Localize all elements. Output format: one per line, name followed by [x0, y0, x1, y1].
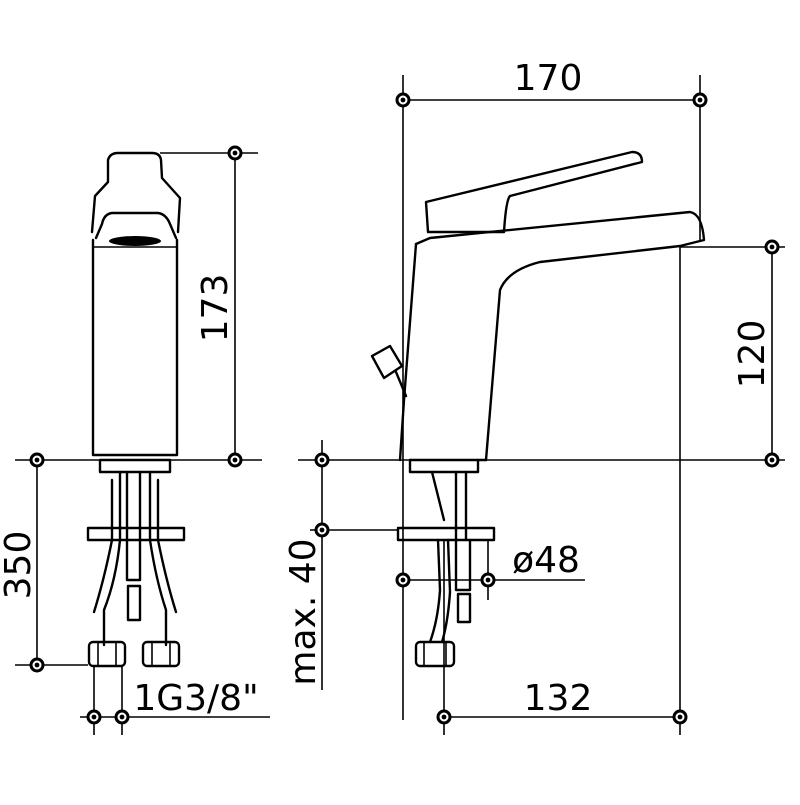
marker	[29, 452, 45, 468]
marker	[29, 657, 45, 673]
dimension-markers	[29, 92, 780, 725]
marker	[395, 572, 411, 588]
marker	[395, 92, 411, 108]
marker	[436, 709, 452, 725]
dimension-labels: 170 173 120 350 max. 40 ø48 132 1G3/8"	[0, 58, 773, 719]
marker	[114, 709, 130, 725]
marker	[314, 522, 330, 538]
label-max-40: max. 40	[283, 538, 324, 685]
label-hose-350: 350	[0, 531, 39, 600]
label-width-170: 170	[514, 58, 583, 99]
marker	[227, 145, 243, 161]
label-height-120: 120	[732, 320, 773, 389]
marker	[672, 709, 688, 725]
front-view	[86, 151, 186, 668]
label-reach-132: 132	[524, 678, 593, 719]
marker	[227, 452, 243, 468]
dimension-lines	[15, 75, 785, 735]
label-diameter-48: ø48	[512, 540, 580, 581]
marker	[692, 92, 708, 108]
label-connection: 1G3/8"	[133, 678, 258, 719]
marker	[314, 452, 330, 468]
marker	[764, 452, 780, 468]
marker	[764, 239, 780, 255]
side-view	[370, 150, 706, 668]
marker	[86, 709, 102, 725]
label-height-173: 173	[195, 274, 236, 343]
marker	[480, 572, 496, 588]
